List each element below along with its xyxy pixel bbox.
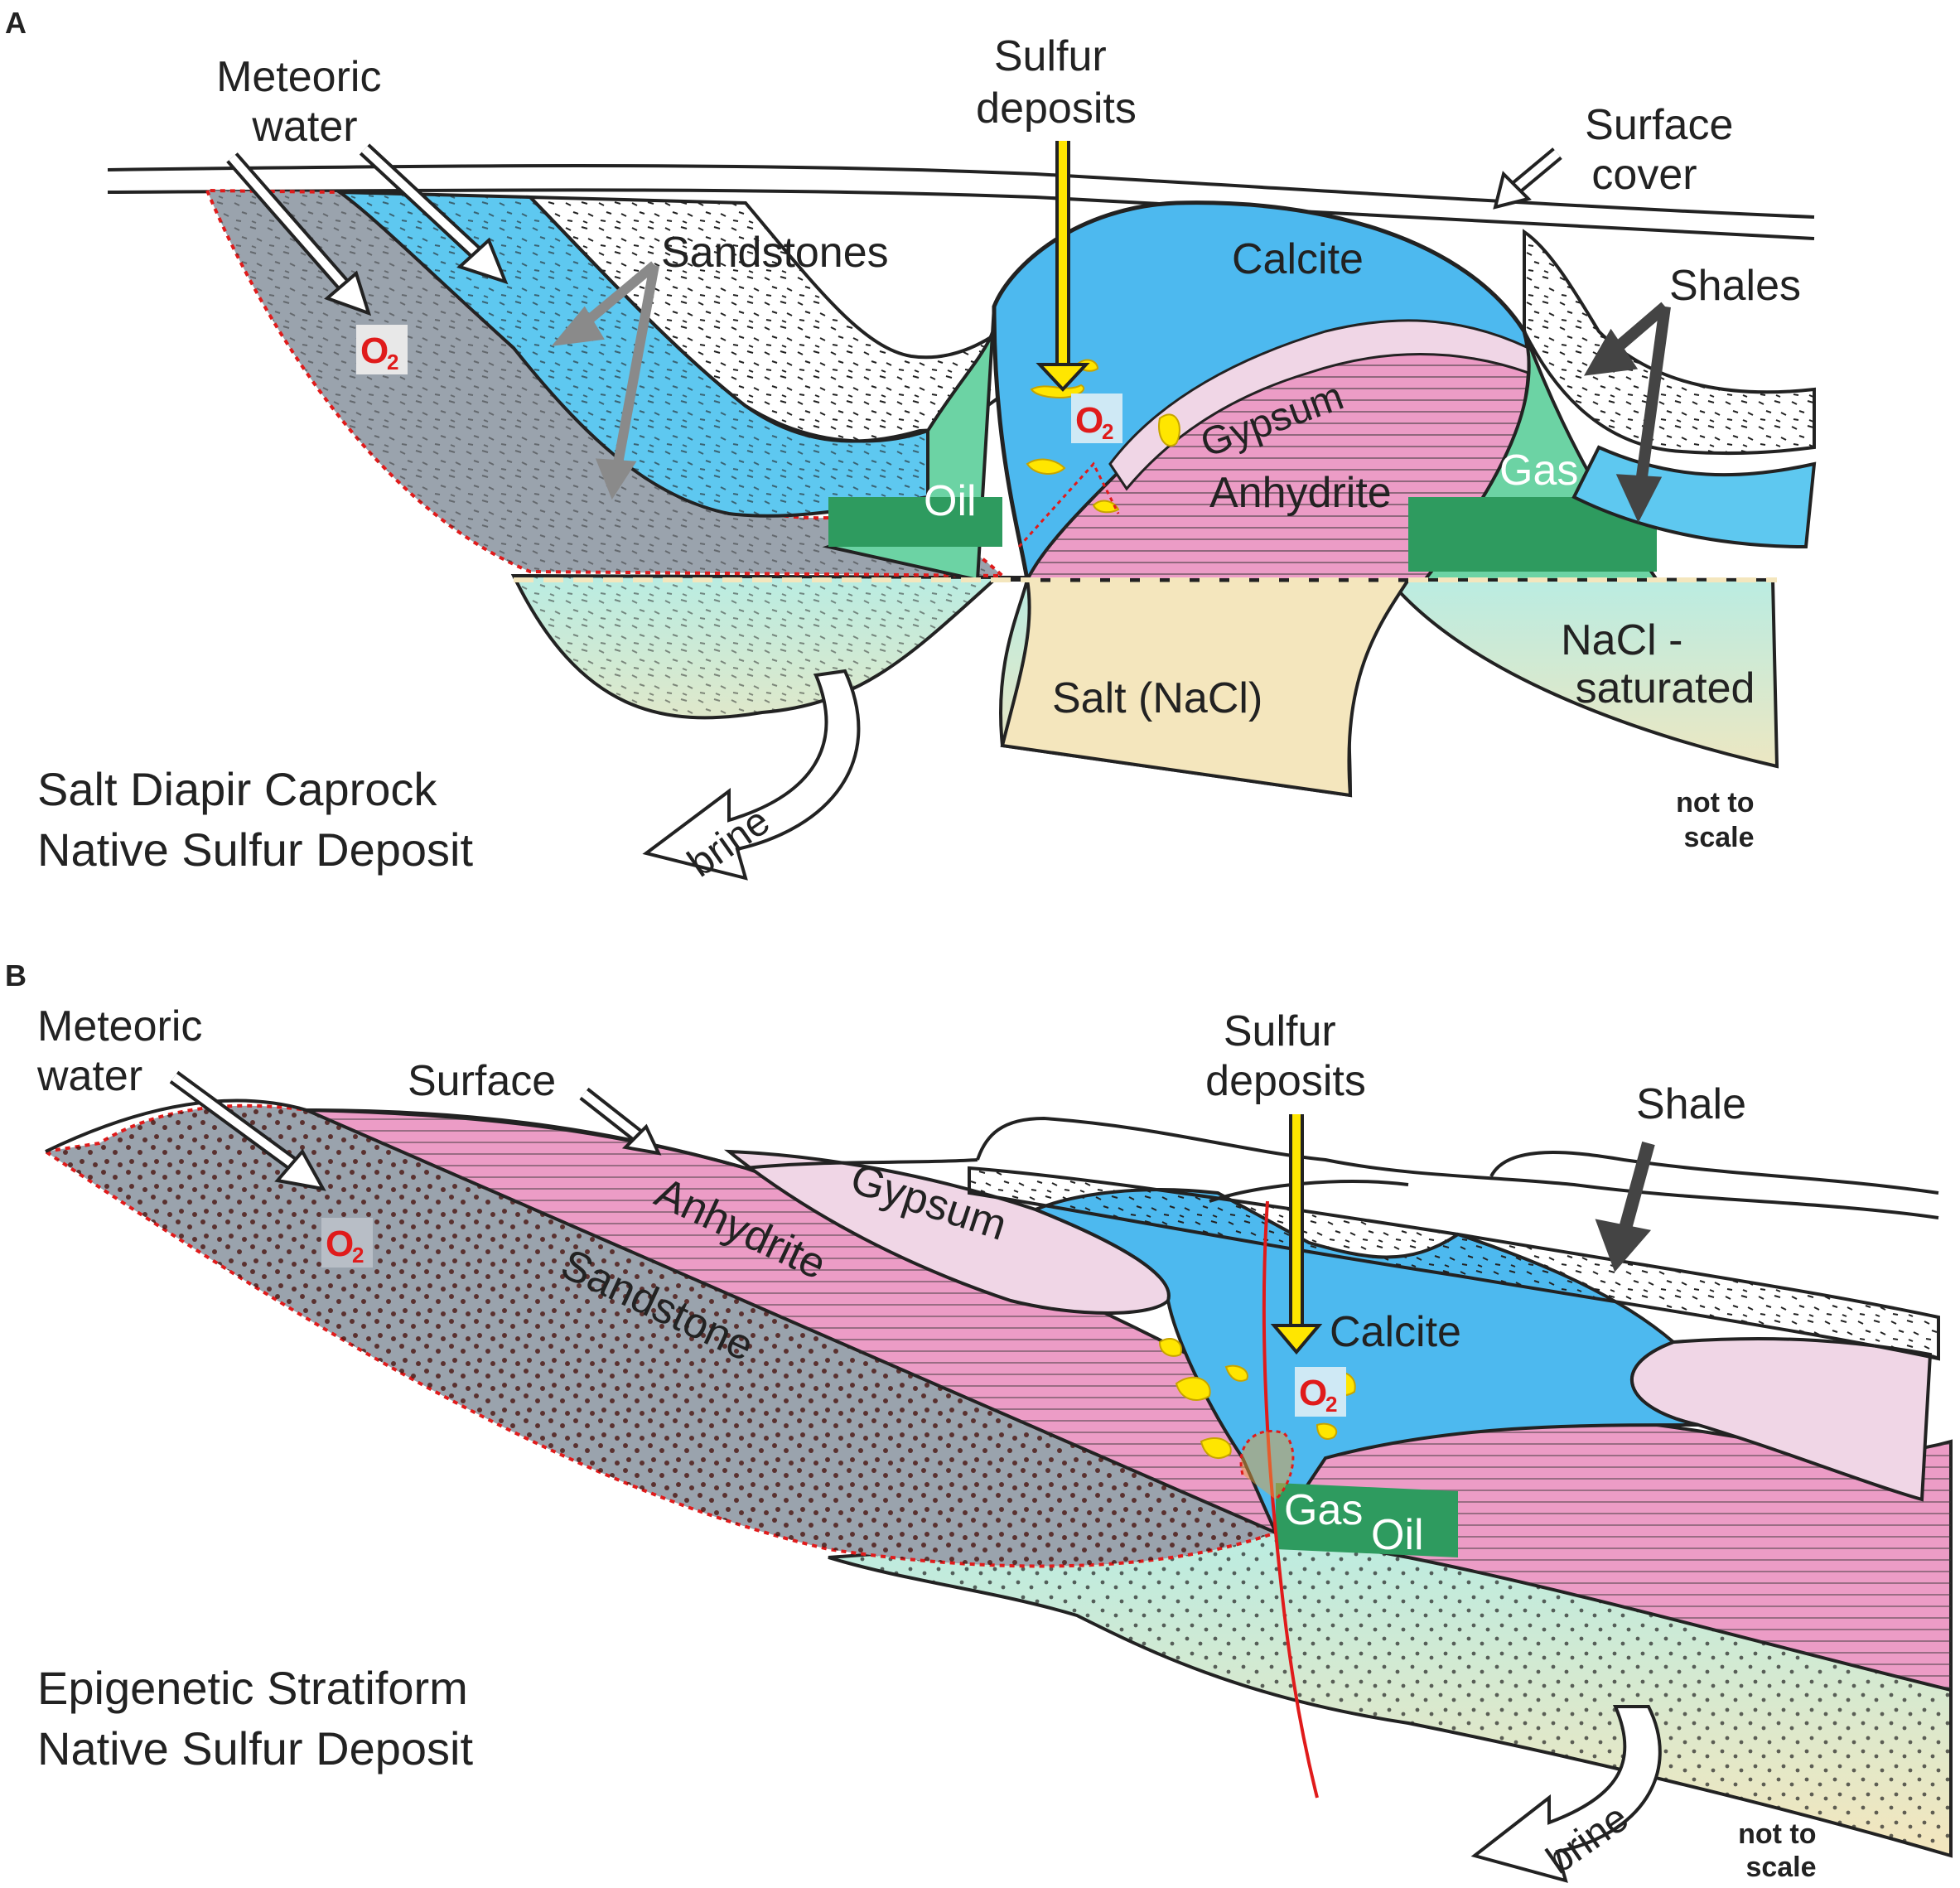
fault-line-b	[1262, 1200, 1319, 1799]
surface-arrow-b	[579, 1087, 662, 1156]
title-a: Salt Diapir Caprock Native Sulfur Deposi…	[37, 763, 473, 876]
o2-badge-b-left: O 2	[321, 1218, 373, 1268]
anhydrite-lines-b-right	[1276, 1415, 1951, 1690]
sandstones-arrows	[551, 261, 659, 500]
panel-b: B	[5, 958, 1953, 1883]
surface-cover-label: Surface cover	[1585, 101, 1745, 199]
svg-text:O: O	[1299, 1373, 1327, 1413]
surface-label-b: Surface	[408, 1057, 556, 1105]
brine-arrow-a	[642, 669, 861, 881]
svg-text:O: O	[326, 1224, 354, 1264]
gas-label-b: Gas	[1284, 1486, 1363, 1534]
aquifer-dots-b	[828, 1524, 1951, 1856]
o2-badge-a-center: O 2	[1071, 394, 1122, 444]
surface-line	[107, 164, 1815, 219]
sulfur-arrow-a	[1036, 141, 1090, 392]
svg-text:2: 2	[387, 350, 398, 374]
panel-b-letter: B	[5, 958, 27, 992]
anhydrite-label-a: Anhydrite	[1209, 469, 1392, 517]
o2-badge-b-center: O 2	[1295, 1367, 1346, 1417]
shales-label: Shales	[1669, 262, 1801, 310]
aquifer-dots-a	[514, 576, 994, 718]
title-b: Epigenetic Stratiform Native Sulfur Depo…	[37, 1662, 480, 1775]
nacl-saturated-label: NaCl - saturated	[1561, 616, 1755, 712]
o2-badge-a-left: O 2	[356, 325, 408, 374]
sulfur-red-zone-a	[1017, 461, 1120, 548]
shale-band-b	[968, 1166, 1940, 1361]
meteoric-arrow-a1	[226, 152, 372, 316]
svg-text:2: 2	[352, 1243, 364, 1268]
shale-arrow-b	[1595, 1141, 1655, 1272]
meteoric-water-label-b: Meteoric water	[36, 1002, 215, 1100]
shale-band-left-a	[526, 195, 1071, 443]
sandstone-right-a	[1571, 445, 1817, 549]
shale-label-b: Shale	[1636, 1080, 1746, 1128]
meteoric-water-label-a: Meteoric water	[216, 53, 393, 151]
svg-text:2: 2	[1102, 419, 1113, 444]
shale-band-right-a	[1523, 229, 1816, 456]
oxidized-zone-dashes	[207, 191, 1002, 576]
svg-text:O: O	[360, 331, 389, 371]
sulfur-deposits-label-b: Sulfur deposits	[1205, 1007, 1366, 1105]
salt-label: Salt (NaCl)	[1052, 674, 1262, 722]
sulfur-arrow-b	[1270, 1114, 1323, 1355]
anhydrite-lines-a	[1027, 345, 1528, 580]
oil-gas-band-b	[1276, 1483, 1458, 1557]
surface-cover-arrow	[1493, 147, 1562, 210]
oil-band-a	[828, 497, 1002, 547]
meteoric-arrow-a2	[359, 143, 509, 285]
svg-text:O: O	[1075, 400, 1103, 441]
oil-label-b: Oil	[1371, 1511, 1424, 1559]
svg-text:2: 2	[1325, 1392, 1337, 1417]
not-to-scale-b: not to scale	[1738, 1818, 1824, 1883]
brine-arrow-b	[1470, 1705, 1662, 1883]
surface-line-2	[107, 188, 1815, 240]
sulfur-red-zone-b	[1239, 1429, 1295, 1501]
sandstones-label: Sandstones	[661, 229, 889, 277]
salt-diapir	[1000, 578, 1412, 798]
meteoric-arrow-b	[169, 1070, 326, 1191]
calcite-label-a: Calcite	[1232, 235, 1364, 283]
calcite-label-b: Calcite	[1330, 1308, 1461, 1356]
oil-label-a: Oil	[924, 477, 977, 525]
anhydrite-lines-b	[307, 1110, 1292, 1533]
sulfur-deposits-label-a: Sulfur deposits	[976, 32, 1137, 133]
gas-label-a: Gas	[1499, 447, 1578, 495]
panel-a-letter: A	[5, 6, 27, 40]
not-to-scale-a: not to scale	[1676, 787, 1762, 853]
shales-arrows	[1583, 302, 1671, 524]
panel-a: A	[5, 6, 1817, 886]
